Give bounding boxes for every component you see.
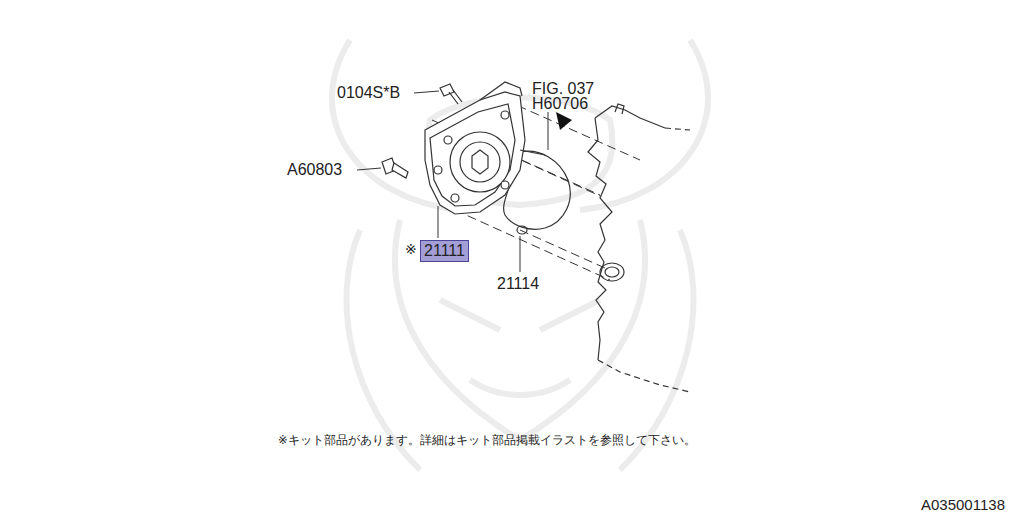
footnote: ※キット部品があります。詳細はキット部品掲載イラストを参照して下さい。 (278, 434, 696, 447)
part-number: A60803 (287, 161, 342, 179)
part-number: 21114 (497, 275, 539, 293)
kit-mark: ※ (405, 242, 417, 257)
figure-flag (556, 112, 572, 130)
engine-block (588, 104, 690, 392)
part-number: H60706 (532, 95, 588, 113)
watermark (332, 40, 708, 470)
pump-body (425, 82, 545, 214)
diagram-id: A035001138 (921, 497, 1005, 512)
part-number: 21111 (424, 242, 465, 260)
leader-lines (357, 91, 548, 272)
highlighted-part-box: 21111 (420, 240, 469, 262)
part-number: 0104S*B (337, 84, 400, 102)
figure-reference: FIG. 037 (532, 80, 594, 98)
